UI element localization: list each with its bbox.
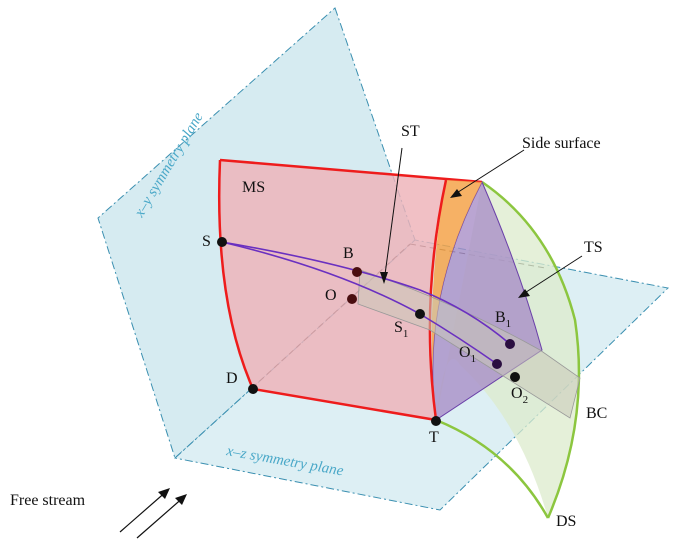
side-surface [431,180,482,420]
stream-curve-lower [221,241,498,365]
point-S1 [415,309,425,319]
st-arrowhead [380,272,388,284]
label-DS: DS [556,513,576,530]
label-BC: BC [586,405,607,422]
point-S [217,237,227,247]
side-surface-arrowhead [450,189,462,198]
label-B1: B1 [495,309,511,330]
point-B1 [505,339,515,349]
point-D [248,384,258,394]
label-MS: MS [242,179,265,196]
label-B: B [343,245,354,262]
free-stream-arrowhead-2 [175,494,187,505]
label-S1: S1 [394,319,408,340]
label-O1: O1 [459,344,476,365]
st-leader [383,147,403,283]
free-stream-arrow-2 [136,495,186,539]
point-O2 [510,372,520,382]
point-O [347,294,357,304]
label-T: T [429,429,439,446]
downstream-surface-edge-lower [435,418,550,519]
ts-arrowhead [518,289,530,298]
point-O1 [492,359,502,369]
main-surface-bottom-edge [252,387,437,422]
label-O: O [325,287,337,304]
main-surface-left-edge [217,159,255,390]
main-surface-top-edge [219,158,483,184]
stream-curve-upper [221,241,511,345]
point-T [431,416,441,426]
label-ST: ST [401,123,420,140]
label-S: S [202,233,211,250]
free-stream-arrowhead-1 [158,488,170,499]
label-TS: TS [584,239,603,256]
point-B [352,267,362,277]
main-surface [219,160,446,420]
downstream-surface-edge [481,180,581,519]
side-surface-leader [451,149,525,197]
ts-leader [519,255,583,297]
label-D: D [226,370,238,387]
free-stream-arrow-1 [119,489,169,533]
label-free-stream: Free stream [10,492,86,509]
label-side-surface: Side surface [522,135,601,152]
label-O2: O2 [511,385,528,406]
